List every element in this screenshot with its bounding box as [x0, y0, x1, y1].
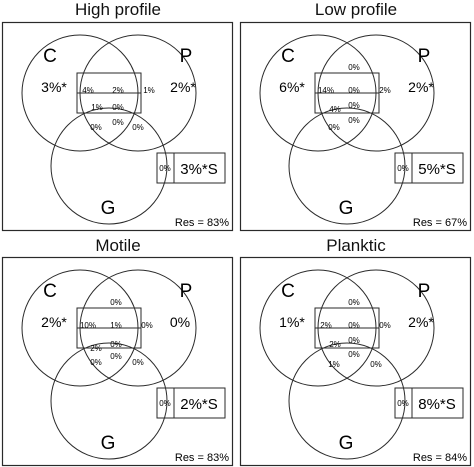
res-value: Res = 83%: [175, 452, 229, 464]
value-c-only: 1%*: [279, 314, 305, 330]
value-pg: 0%: [110, 352, 122, 361]
circle-g: [50, 342, 168, 460]
panel-title-motile: Motile: [95, 236, 141, 255]
s-box: [394, 152, 464, 184]
value-pg: 0%: [348, 350, 360, 359]
value-s-small: 0%: [159, 164, 171, 173]
value-cg: 2%: [90, 344, 102, 353]
value-g-left: 0%: [90, 123, 102, 132]
venn-panel-low-profile: C P G 6%* 2%* 0% 14% 0% 2% 4% 0% 0% 0% 0…: [239, 21, 472, 232]
value-g-right: 0%: [132, 358, 144, 367]
value-cp-mid: 2%: [112, 86, 124, 95]
panel-title-planktic: Planktic: [326, 236, 386, 255]
value-cp-right: 0%: [379, 321, 391, 330]
value-cp-left: 2%: [320, 321, 332, 330]
label-g: G: [101, 433, 116, 454]
label-g: G: [339, 198, 354, 219]
label-p: P: [180, 281, 193, 302]
value-cp-mid: 0%: [348, 321, 360, 330]
venn-panel-planktic: C P G 1%* 2%* 0% 2% 0% 0% 2% 0% 0% 1% 0%…: [239, 256, 472, 467]
value-cg: 1%: [91, 103, 103, 112]
value-cpg: 0%: [348, 336, 360, 345]
value-cg: 4%: [329, 105, 341, 114]
venn-panel-high-profile: C P G 3%* 2%* 4% 2% 1% 1% 0% 0% 0% 0% 0%…: [1, 21, 234, 232]
value-cp-mid: 1%: [110, 321, 122, 330]
panel-title-high-profile: High profile: [75, 0, 161, 19]
value-s-small: 0%: [397, 164, 409, 173]
res-value: Res = 84%: [413, 452, 467, 464]
value-cp-left: 14%: [318, 86, 334, 95]
value-c-only: 6%*: [279, 79, 305, 95]
label-c: C: [281, 281, 295, 302]
circle-g: [288, 342, 406, 460]
venn-panel-motile: C P G 2%* 0% 0% 10% 1% 0% 2% 0% 0% 0% 0%…: [1, 256, 234, 467]
value-cp-right: 2%: [379, 86, 391, 95]
label-p: P: [418, 46, 431, 67]
value-s-main: 3%*S: [180, 161, 218, 178]
value-g-right: 0%: [132, 123, 144, 132]
circle-g: [288, 107, 406, 225]
label-p: P: [180, 46, 193, 67]
value-c-only: 3%*: [41, 79, 67, 95]
panel-frame: [239, 256, 472, 467]
value-cpg: 0%: [348, 101, 360, 110]
value-s-main: 8%*S: [418, 396, 456, 413]
label-c: C: [43, 281, 57, 302]
value-g-right: 0%: [370, 360, 382, 369]
value-cp-right: 0%: [141, 321, 153, 330]
value-s-main: 2%*S: [180, 396, 218, 413]
value-s-small: 0%: [159, 399, 171, 408]
value-cp-left: 10%: [80, 321, 96, 330]
s-box: [156, 152, 226, 184]
value-pg: 0%: [348, 116, 360, 125]
value-cp-right: 1%: [143, 86, 155, 95]
res-value: Res = 83%: [175, 217, 229, 229]
s-box: [394, 387, 464, 419]
value-g-left: 0%: [90, 358, 102, 367]
value-s-main: 5%*S: [418, 161, 456, 178]
label-g: G: [339, 433, 354, 454]
value-p-only: 2%*: [408, 314, 434, 330]
label-c: C: [43, 46, 57, 67]
value-p-only: 0%: [170, 314, 190, 330]
s-box: [156, 387, 226, 419]
label-g: G: [101, 198, 116, 219]
circle-g: [50, 107, 168, 225]
panel-frame: [1, 21, 234, 232]
value-p-only: 2%*: [170, 79, 196, 95]
label-p: P: [418, 281, 431, 302]
value-g-left: 0%: [328, 123, 340, 132]
value-cp-top: 0%: [348, 298, 360, 307]
value-cpg: 0%: [110, 340, 122, 349]
panel-title-low-profile: Low profile: [314, 0, 398, 19]
value-pg: 0%: [112, 118, 124, 127]
value-p-only: 2%*: [408, 79, 434, 95]
panel-frame: [239, 21, 472, 232]
value-cp-top: 0%: [348, 63, 360, 72]
value-cp-mid: 0%: [348, 86, 360, 95]
label-c: C: [281, 46, 295, 67]
value-cp-left: 4%: [82, 86, 94, 95]
value-s-small: 0%: [397, 399, 409, 408]
res-value: Res = 67%: [413, 217, 467, 229]
value-cg: 2%: [329, 340, 341, 349]
value-cpg: 0%: [112, 103, 124, 112]
panel-frame: [1, 256, 234, 467]
value-cp-top: 0%: [110, 298, 122, 307]
value-c-only: 2%*: [41, 314, 67, 330]
value-g-left: 1%: [328, 360, 340, 369]
